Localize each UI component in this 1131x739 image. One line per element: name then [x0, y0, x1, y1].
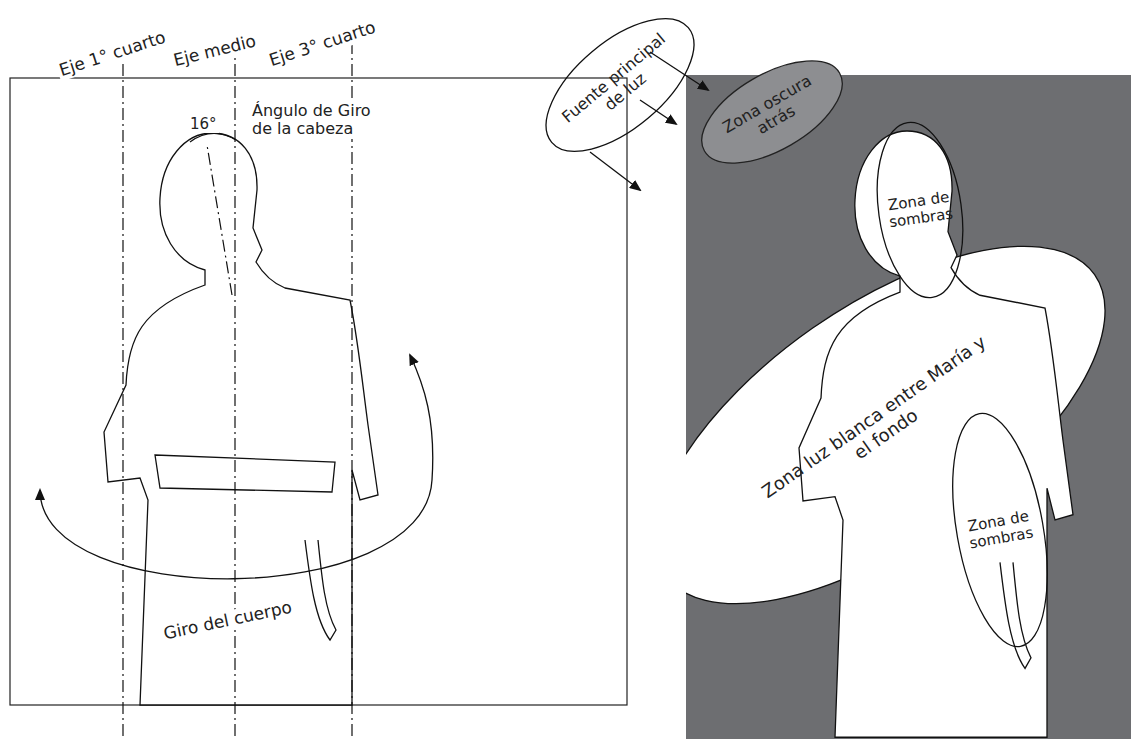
- light-source-ellipse: Fuente principal de luz: [520, 0, 720, 170]
- axis-lines: [123, 42, 352, 739]
- zone-label: Fuente principal de luz: [554, 26, 685, 144]
- annotation-label: Eje medio: [170, 31, 260, 71]
- shadow-zone-ellipse: Zona de sombras: [955, 410, 1045, 650]
- annotation-label: Eje 3° cuarto: [265, 17, 380, 71]
- zone-label: Zona de sombras: [960, 506, 1041, 553]
- dark-zone-ellipse: Zona oscura atrás: [690, 60, 860, 170]
- annotation-label: Ángulo de Giro de la cabeza: [250, 102, 384, 139]
- light-zone-blob: Zona luz blanca entre María y el fondo: [686, 75, 1131, 739]
- left-frame: [10, 78, 627, 705]
- zone-label: Zona de sombras: [882, 188, 958, 232]
- annotation-label: Eje 1° cuarto: [55, 27, 170, 81]
- rotation-arrow: [40, 355, 433, 579]
- shadow-zone-ellipse: Zona de sombras: [880, 140, 960, 280]
- angle-arc: [190, 133, 236, 142]
- annotation-label: 16°: [188, 116, 219, 133]
- figure-outline: [104, 133, 378, 705]
